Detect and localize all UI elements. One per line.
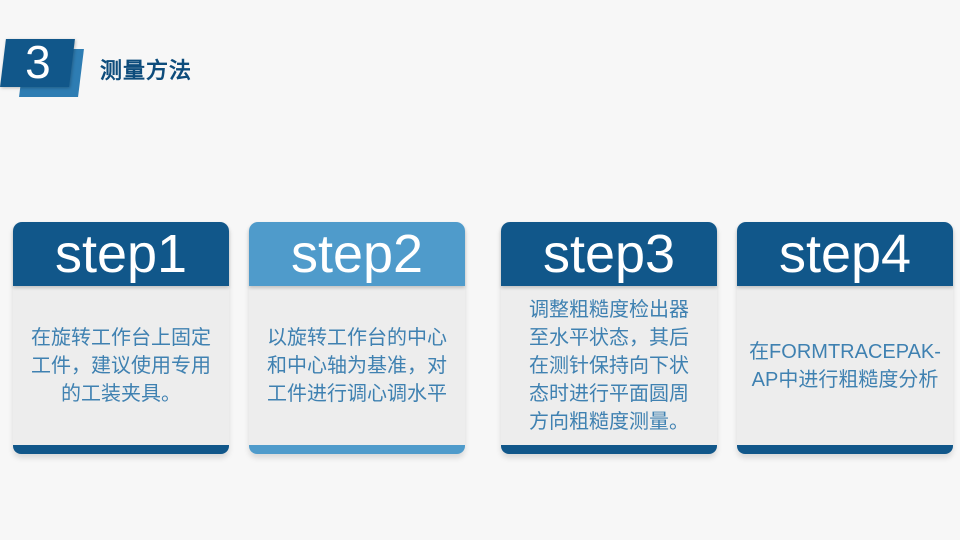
step-card-1-text: 在旋转工作台上固定工件，建议使用专用的工装夹具。 (31, 326, 211, 405)
step-card-3-body: 调整粗糙度检出器至水平状态，其后在测针保持向下状态时进行平面圆周方向粗糙度测量。 (501, 286, 717, 445)
step-card-2-footer-bar (249, 445, 465, 454)
step-card-1-footer-bar (13, 445, 229, 454)
step-card-3-header: step3 (501, 222, 717, 286)
step-card-4-label: step4 (778, 224, 912, 284)
step-card-4-text: 在FORMTRACEPAK-AP中进行粗糙度分析 (749, 340, 941, 391)
badge-front-parallelogram: 3 (0, 36, 75, 88)
page-title: 测量方法 (100, 58, 193, 83)
step-card-1-header: step1 (13, 222, 229, 286)
step-card-3-label: step3 (542, 224, 676, 284)
step-card-2-text: 以旋转工作台的中心和中心轴为基准，对工件进行调心调水平 (267, 326, 447, 405)
step-card-4-header: step4 (737, 222, 953, 286)
step-card-1-label: step1 (54, 224, 188, 284)
step-card-2: step2 以旋转工作台的中心和中心轴为基准，对工件进行调心调水平 (249, 222, 465, 454)
step-card-3-text: 调整粗糙度检出器至水平状态，其后在测针保持向下状态时进行平面圆周方向粗糙度测量。 (529, 298, 689, 433)
step-card-1: step1 在旋转工作台上固定工件，建议使用专用的工装夹具。 (13, 222, 229, 454)
step-card-3-footer-bar (501, 445, 717, 454)
section-number: 3 (24, 36, 51, 88)
step-card-4: step4 在FORMTRACEPAK-AP中进行粗糙度分析 (737, 222, 953, 454)
step-card-2-label: step2 (290, 224, 424, 284)
step-card-2-body: 以旋转工作台的中心和中心轴为基准，对工件进行调心调水平 (249, 286, 465, 445)
section-number-badge: 3 (0, 0, 110, 110)
step-card-4-footer-bar (737, 445, 953, 454)
step-card-4-body: 在FORMTRACEPAK-AP中进行粗糙度分析 (737, 286, 953, 445)
step-card-3: step3 调整粗糙度检出器至水平状态，其后在测针保持向下状态时进行平面圆周方向… (501, 222, 717, 454)
step-card-1-body: 在旋转工作台上固定工件，建议使用专用的工装夹具。 (13, 286, 229, 445)
step-card-2-header: step2 (249, 222, 465, 286)
